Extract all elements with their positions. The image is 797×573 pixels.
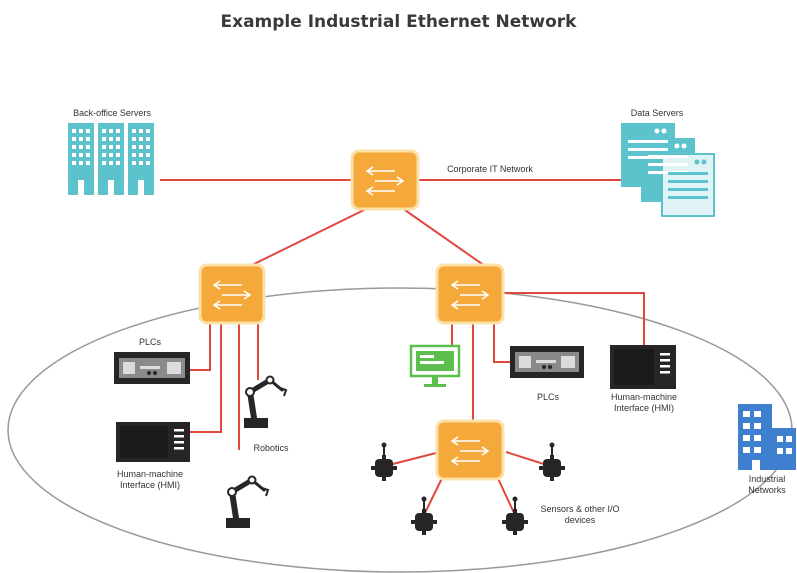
back-office-servers-label: Back-office Servers (73, 108, 151, 118)
core-switch-icon (350, 149, 420, 211)
hmi-left-label-line2: Interface (HMI) (119, 480, 180, 490)
hmi-panel-icon-right (610, 345, 676, 389)
back-office-servers-icon (68, 123, 154, 195)
sensors-label-line2: devices (564, 515, 596, 525)
hmi-right-label-line2: Interface (HMI) (613, 403, 674, 413)
office-building-icon (738, 404, 796, 470)
robotics-label: Robotics (253, 443, 289, 453)
hmi-left-label: Human-machine Interface (HMI) (100, 469, 200, 491)
sensor-icon-1 (370, 441, 398, 482)
io-switch-icon (435, 419, 505, 481)
industrial-networks-label: Industrial Networks (738, 474, 796, 496)
link-left-plc (188, 322, 211, 371)
robot-arm-icon-upper (244, 377, 286, 429)
robot-arm-icon-lower (226, 477, 268, 529)
industrial-networks-label-line2: Networks (748, 485, 786, 495)
plc-icon-left (114, 352, 190, 384)
data-servers-label: Data Servers (630, 108, 684, 118)
hmi-panel-icon-left (116, 422, 190, 462)
link-io-sensor-4 (505, 451, 551, 467)
hmi-right-label-line1: Human-machine (610, 392, 678, 402)
link-right-plc (493, 320, 510, 363)
plcs-right-label: PLCs (536, 392, 559, 402)
monitor-icon (409, 344, 461, 387)
sensors-label: Sensors & other I/O devices (525, 504, 635, 526)
diagram-title: Example Industrial Ethernet Network (220, 12, 577, 32)
plcs-left-label: PLCs (138, 337, 161, 347)
link-left-hmi (190, 322, 222, 433)
sensors-label-line1: Sensors & other I/O (540, 504, 620, 514)
industrial-networks-label-line1: Industrial (748, 474, 786, 484)
link-right-hmi (502, 292, 645, 345)
hmi-left-label-line1: Human-machine (116, 469, 184, 479)
data-servers-icon (621, 123, 715, 217)
sensor-icon-2 (410, 495, 438, 536)
hmi-right-label: Human-machine Interface (HMI) (594, 392, 694, 414)
plc-icon-right (510, 346, 584, 378)
corporate-it-network-label: Corporate IT Network (447, 164, 533, 174)
link-core-right-switch (401, 207, 486, 267)
sensor-icon-4 (538, 441, 566, 482)
link-core-left-switch (249, 207, 369, 267)
right-switch-icon (435, 263, 505, 325)
link-io-sensor-1 (384, 451, 441, 467)
left-switch-icon (198, 263, 266, 325)
